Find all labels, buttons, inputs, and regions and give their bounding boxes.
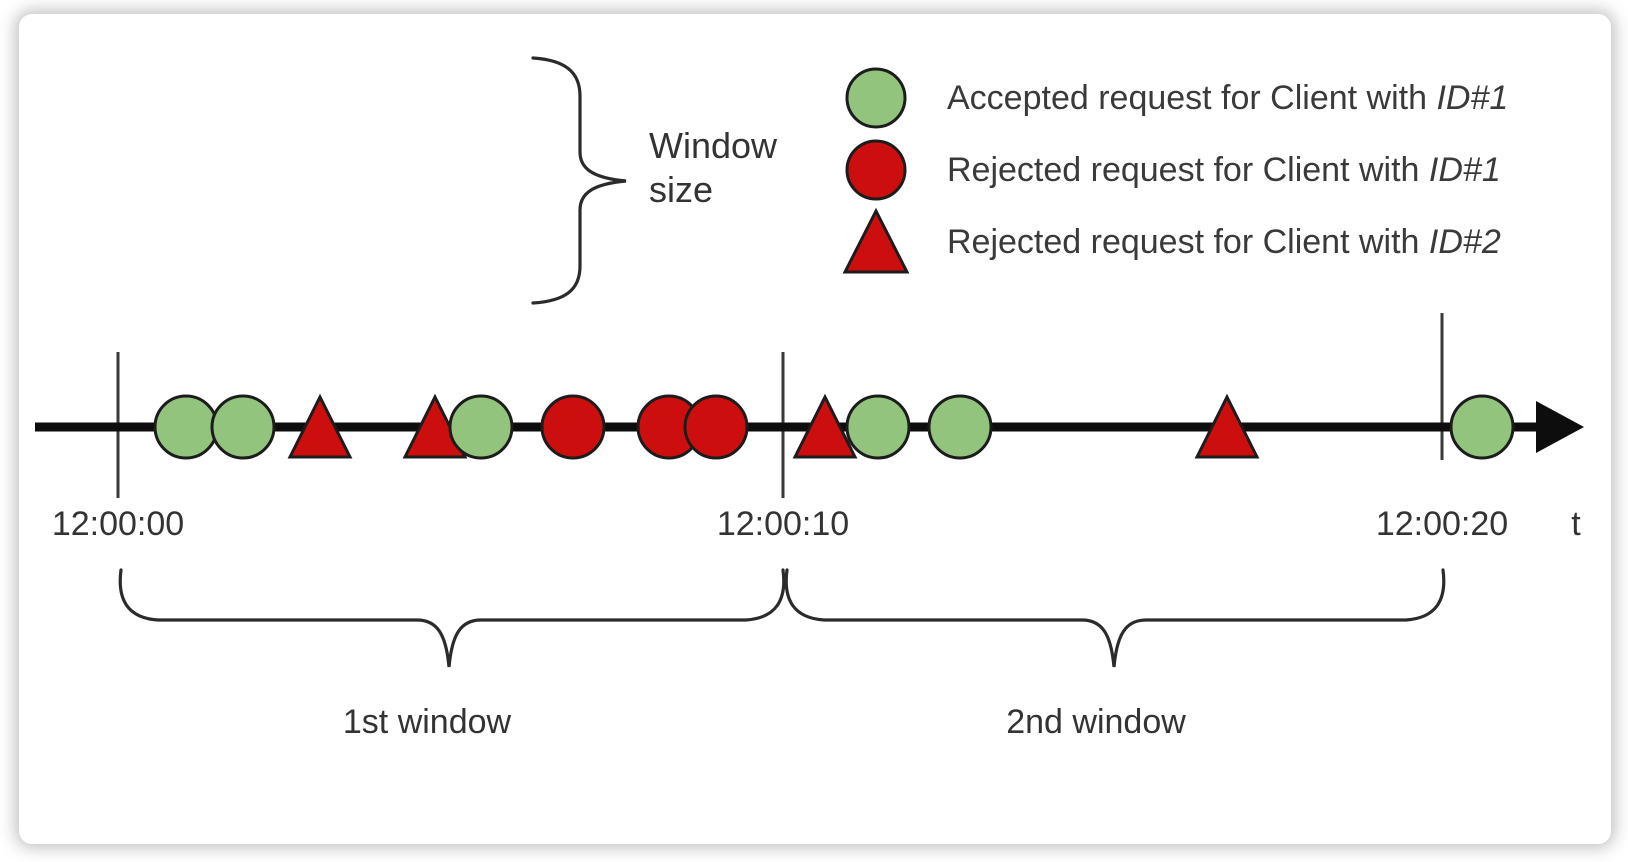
second-window-brace [784, 568, 1446, 668]
legend-item-label: Accepted request for Client with ID#1 [947, 79, 1508, 117]
timeline-marker-accepted-circle [153, 394, 219, 460]
timeline-marker-rejected-triangle [792, 393, 858, 459]
timeline-marker-accepted-circle [210, 394, 276, 460]
timeline-marker-rejected-circle [540, 394, 606, 460]
timeline-marker-rejected-circle [683, 394, 749, 460]
first-window-brace [118, 568, 786, 668]
time-axis-arrowhead-icon [1536, 401, 1584, 453]
tick-layer: 12:00:00 12:00:10 12:00:20 [52, 313, 1508, 543]
legend-item-client-id: ID#1 [1429, 151, 1501, 189]
window-size-label-line2: size [649, 169, 713, 210]
legend-accepted-circle-icon [845, 67, 907, 129]
timeline-marker-accepted-circle [448, 394, 514, 460]
tick-time-label: 12:00:10 [717, 505, 849, 543]
legend-rejected-circle-icon [845, 139, 907, 201]
first-window-label: 1st window [343, 703, 512, 741]
legend-item-text: Rejected request for Client with [947, 151, 1429, 189]
legend-item-client-id: ID#2 [1429, 223, 1501, 261]
legend-item-text: Accepted request for Client with [947, 79, 1436, 117]
timeline-marker-accepted-circle [845, 394, 911, 460]
window-size-label-line1: Window [649, 125, 778, 166]
legend: Accepted request for Client with ID#1 Re… [842, 67, 1508, 274]
legend-item-text: Rejected request for Client with [947, 223, 1429, 261]
axis-variable-label: t [1571, 505, 1581, 543]
legend-item-label: Rejected request for Client with ID#2 [947, 223, 1501, 261]
timeline-marker-rejected-triangle [1194, 393, 1260, 459]
legend-rejected-triangle-icon [842, 207, 910, 274]
second-window-label: 2nd window [1006, 703, 1186, 741]
tick-time-label: 12:00:00 [52, 505, 184, 543]
legend-item-client-id: ID#1 [1436, 79, 1508, 117]
timeline-marker-rejected-triangle [287, 393, 353, 459]
window-size-brace [531, 56, 627, 305]
timeline-marker-accepted-circle [1449, 394, 1515, 460]
tick-time-label: 12:00:20 [1376, 505, 1508, 543]
request-markers-layer [153, 393, 1515, 460]
legend-item-label: Rejected request for Client with ID#1 [947, 151, 1501, 189]
timeline-marker-accepted-circle [927, 394, 993, 460]
